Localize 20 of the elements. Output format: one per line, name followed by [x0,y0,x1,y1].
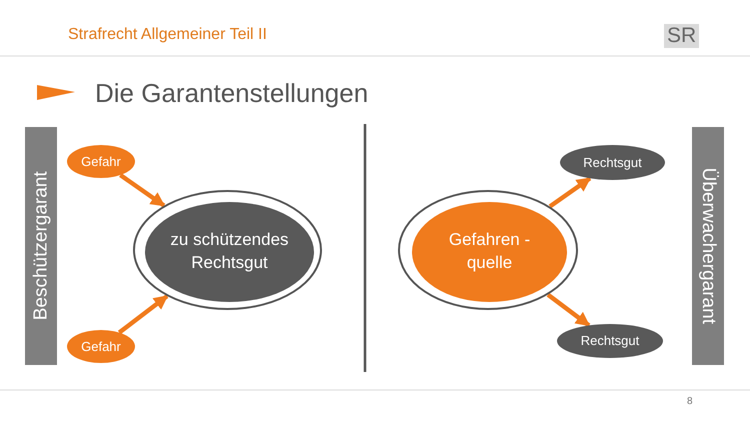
bar-label: Überwachergarant [696,168,720,324]
side-bar-shape [692,127,724,365]
arrow [546,292,590,328]
node-label: Rechtsgut [582,154,643,172]
node-label: Rechtsgut [580,332,640,350]
arrow [548,176,592,208]
page-number: 8 [687,396,693,407]
slide-title: Die Garantenstellungen [95,78,368,109]
header-title: Strafrecht Allgemeiner Teil II [68,26,267,44]
arrow [119,173,166,208]
node-label: zu schützendes Rechtsgut [169,229,290,274]
side-bar-shape [25,127,57,365]
ellipse-shape [145,202,314,302]
ellipse-shape [412,202,567,302]
node-label: Gefahr [80,338,122,356]
node-label: Gefahren - quelle [448,229,532,274]
arrow [118,294,168,334]
bar-label: Beschützergarant [29,172,52,320]
node-label: Gefahr [80,152,122,170]
course-badge: SR [664,24,700,48]
